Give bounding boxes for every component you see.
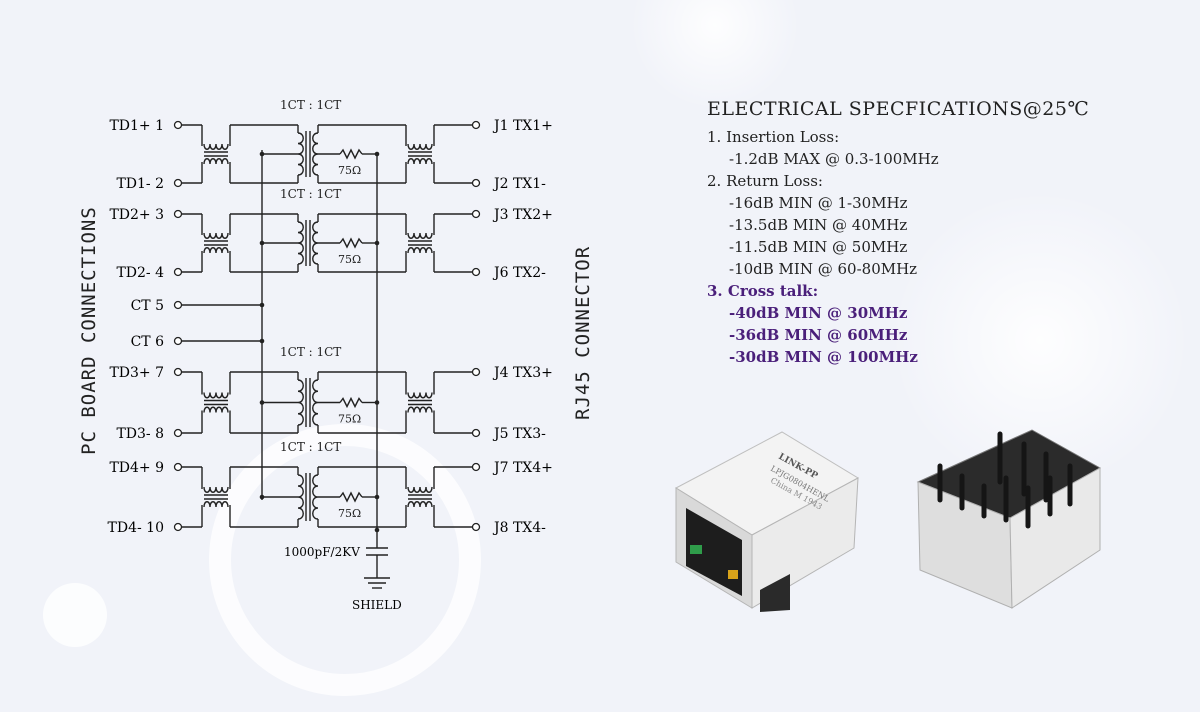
- bg-dot: [43, 583, 107, 647]
- left-pin-terminal: [173, 267, 183, 277]
- right-pin-terminal: [471, 522, 481, 532]
- left-pin-terminal: [173, 428, 183, 438]
- transformer-ratio-label: 1CT : 1CT: [280, 440, 341, 454]
- left-pin-label: TD3+ 7: [109, 365, 164, 381]
- transformer-block: 1CT : 1CT 75Ω: [182, 440, 472, 528]
- spec-line: 1. Insertion Loss:: [707, 128, 840, 146]
- capacitor-label: 1000pF/2KV: [284, 545, 360, 559]
- spec-line: -10dB MIN @ 60-80MHz: [729, 260, 918, 278]
- right-pin-terminal: [471, 267, 481, 277]
- left-pin-label: TD2+ 3: [109, 207, 164, 223]
- left-pin-terminal: [173, 120, 183, 130]
- right-pin-label: J7 TX4+: [492, 460, 553, 476]
- transformer-block: 1CT : 1CT 75Ω: [182, 98, 472, 184]
- left-pin-terminal: [173, 300, 183, 310]
- spec-line: -40dB MIN @ 30MHz: [729, 304, 908, 322]
- left-pin-label: CT 5: [131, 298, 164, 314]
- right-pin-terminal: [471, 428, 481, 438]
- right-pin-label: J3 TX2+: [492, 207, 553, 223]
- left-pin-label: TD4+ 9: [109, 460, 164, 476]
- transformer-block: 1CT : 1CT 75Ω: [182, 345, 472, 434]
- spec-line: -11.5dB MIN @ 50MHz: [729, 238, 908, 256]
- bg-glow-right: [890, 190, 1190, 490]
- resistor-label: 75Ω: [338, 253, 361, 266]
- right-pin-label: J1 TX1+: [492, 118, 553, 134]
- left-pin-label: TD2- 4: [116, 265, 164, 281]
- shield-label: SHIELD: [352, 598, 402, 612]
- right-pin-label: J8 TX4-: [492, 520, 546, 536]
- transformer-ratio-label: 1CT : 1CT: [280, 98, 341, 112]
- right-pin-terminal: [471, 367, 481, 377]
- left-pin-terminal: [173, 462, 183, 472]
- left-pin-terminal: [173, 367, 183, 377]
- resistor-label: 75Ω: [338, 413, 361, 426]
- right-pin-label: J5 TX3-: [492, 426, 546, 442]
- specs-title: ELECTRICAL SPECFICATIONS@25℃: [707, 98, 1090, 120]
- transformer-ratio-label: 1CT : 1CT: [280, 345, 341, 359]
- spec-line: -30dB MIN @ 100MHz: [729, 348, 918, 366]
- spec-line: 2. Return Loss:: [707, 172, 823, 190]
- electrical-specifications: ELECTRICAL SPECFICATIONS@25℃ 1. Insertio…: [707, 98, 1089, 368]
- transformer-ratio-label: 1CT : 1CT: [280, 187, 341, 201]
- left-pin-terminal: [173, 209, 183, 219]
- spec-line: 3. Cross talk:: [707, 282, 819, 300]
- spec-line: -13.5dB MIN @ 40MHz: [729, 216, 908, 234]
- transformer-block: 1CT : 1CT 75Ω: [182, 187, 472, 273]
- left-pin-label: CT 6: [131, 334, 165, 350]
- right-pin-label: J2 TX1-: [492, 176, 546, 192]
- left-pin-label: TD3- 8: [116, 426, 164, 442]
- rj45-front-view: LINK-PP LPJG0804HENL China M 1943: [674, 431, 860, 612]
- right-pin-terminal: [471, 209, 481, 219]
- resistor-label: 75Ω: [338, 507, 361, 520]
- left-pin-terminal: [173, 336, 183, 346]
- left-pin-label: TD1+ 1: [109, 118, 164, 134]
- right-pin-label: J6 TX2-: [492, 265, 546, 281]
- right-pin-terminal: [471, 462, 481, 472]
- right-pin-terminal: [471, 178, 481, 188]
- left-pin-label: TD4- 10: [108, 520, 164, 536]
- bg-glow: [630, 0, 800, 110]
- schematic: TD1+ 1 TD1- 2 TD2+ 3 TD2- 4 CT 5 CT 6 TD3+ 7 TD…: [108, 98, 553, 612]
- right-pin-label: J4 TX3+: [492, 365, 553, 381]
- rj45-rear-view: [916, 429, 1102, 609]
- bg-ring: [209, 424, 481, 696]
- resistor-label: 75Ω: [338, 164, 361, 177]
- left-pin-terminal: [173, 522, 183, 532]
- spec-line: -1.2dB MAX @ 0.3-100MHz: [729, 150, 939, 168]
- spec-line: -16dB MIN @ 1-30MHz: [729, 194, 908, 212]
- left-pin-label: TD1- 2: [116, 176, 164, 192]
- spec-line: -36dB MIN @ 60MHz: [729, 326, 908, 344]
- right-pin-terminal: [471, 120, 481, 130]
- left-pin-terminal: [173, 178, 183, 188]
